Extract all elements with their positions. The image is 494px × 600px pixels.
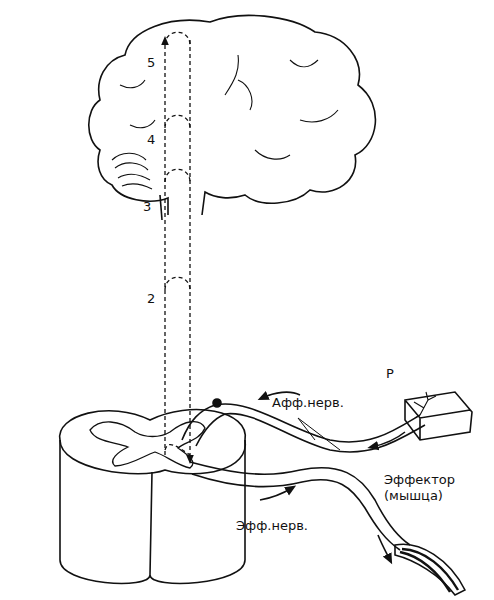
part-label: Р bbox=[386, 366, 406, 382]
level-number: 5 bbox=[147, 55, 161, 71]
muscle-fibers bbox=[400, 549, 458, 592]
afferent-arrow-2 bbox=[372, 432, 405, 447]
part-label: Эффектор (мышца) bbox=[384, 472, 456, 504]
efferent-arrow-2 bbox=[378, 535, 390, 560]
part-label: Афф.нерв. bbox=[272, 395, 362, 411]
brain-sulci bbox=[120, 55, 338, 159]
efferent-arrow bbox=[260, 488, 292, 500]
level-number: 3 bbox=[143, 199, 157, 215]
reflex-pathways bbox=[165, 32, 190, 460]
part-label: Эфф.нерв. bbox=[236, 518, 326, 534]
efferent-nerve bbox=[190, 462, 410, 550]
spinal-ganglion bbox=[213, 399, 221, 407]
receptor-endings bbox=[414, 392, 436, 415]
muscle bbox=[395, 544, 465, 595]
receptor-skin bbox=[405, 392, 472, 440]
brain-outline bbox=[89, 15, 376, 215]
label-leader bbox=[298, 418, 340, 450]
level-number: 4 bbox=[147, 132, 161, 148]
level-number: 2 bbox=[147, 291, 161, 307]
spinal-cord-top bbox=[60, 410, 246, 474]
afferent-nerve bbox=[182, 404, 425, 452]
cerebellum bbox=[112, 153, 152, 189]
spinal-cord-sides bbox=[60, 440, 245, 583]
brainstem bbox=[160, 195, 162, 220]
